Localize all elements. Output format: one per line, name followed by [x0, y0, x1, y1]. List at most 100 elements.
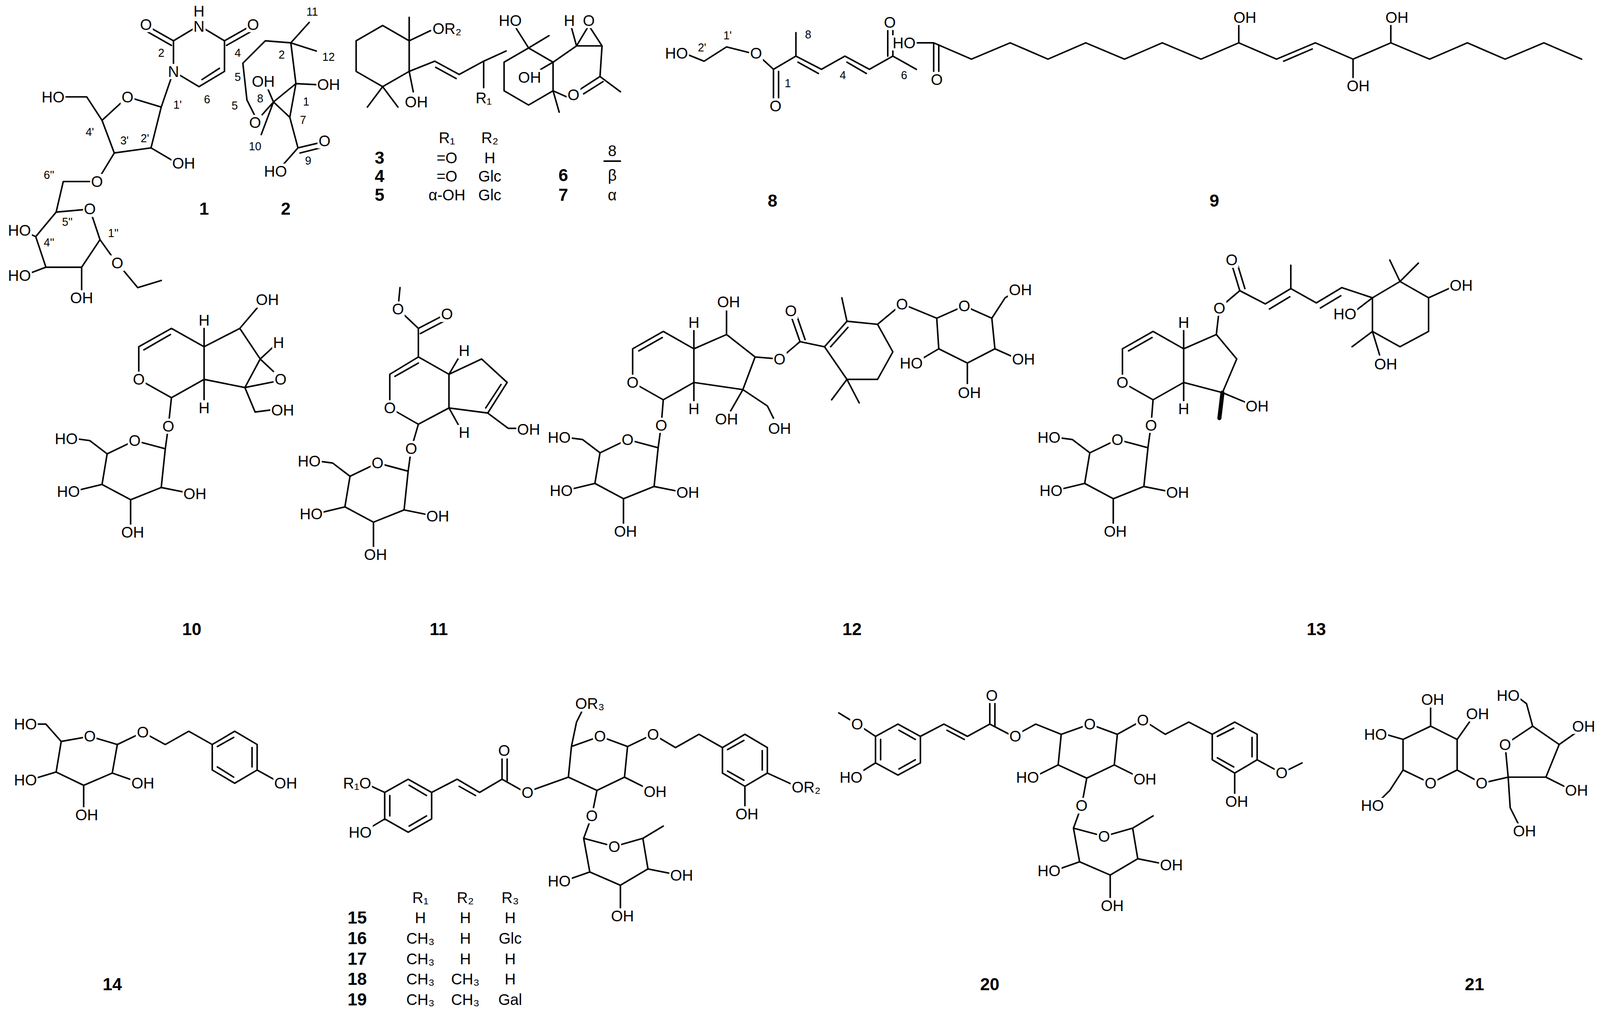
atom-label: O — [772, 351, 787, 367]
atom-label: OH — [516, 421, 541, 438]
atom-label: OH — [120, 524, 145, 540]
locant-number: 12 — [321, 51, 336, 63]
structure-9-bonds — [916, 24, 1582, 78]
atom-label: O — [404, 441, 419, 457]
atom-label: O — [497, 742, 512, 759]
table-cell: H — [503, 971, 517, 987]
atom-label: O — [440, 306, 455, 322]
atom-label: O — [607, 839, 622, 855]
bold-methyl-bond — [1219, 392, 1223, 419]
atom-label: OH — [403, 94, 429, 110]
locant-number: 4'' — [42, 237, 56, 249]
compound-number: 5 — [373, 186, 386, 204]
table-cell: β — [606, 167, 618, 183]
atom-label: H — [192, 3, 206, 19]
locant-number: 7 — [299, 114, 307, 127]
compound-number: 6 — [557, 166, 569, 185]
structure-21-bonds — [1379, 697, 1577, 825]
locant-number: 9 — [304, 155, 312, 167]
table-cell: H — [458, 950, 472, 967]
atom-label: OH — [956, 385, 982, 401]
atom-label: OH — [1384, 9, 1410, 26]
atom-label: HO — [1038, 483, 1064, 499]
atom-label: O — [882, 14, 897, 30]
atom-label: HO — [7, 267, 32, 284]
compound-number: 8 — [766, 192, 779, 210]
atom-label: O — [135, 724, 150, 740]
atom-label: O — [654, 417, 669, 433]
atom-label: HO — [1036, 429, 1062, 446]
structure-12-bonds — [632, 293, 1014, 426]
atom-label: OH — [716, 294, 741, 310]
atom-label: OH — [613, 523, 638, 539]
table-cell: Glc — [477, 186, 502, 203]
atom-label: O — [1212, 300, 1227, 316]
atom-label: OH — [1103, 523, 1128, 539]
structure-1-bonds — [28, 14, 251, 291]
locant-number: 2' — [140, 133, 150, 145]
atom-label: H — [458, 343, 472, 359]
atom-label: HO — [548, 483, 574, 499]
locant-number: 5'' — [61, 216, 74, 229]
atom-label: H — [1177, 314, 1191, 330]
locant-number: 5 — [233, 72, 242, 84]
glucose-ring — [33, 724, 143, 808]
atom-label: OH — [517, 69, 542, 85]
locant-number: 1 — [784, 77, 792, 90]
atom-label: H — [197, 400, 211, 416]
atom-label: HO — [348, 824, 373, 841]
atom-label: HO — [297, 453, 322, 469]
atom-label: OH — [130, 775, 156, 791]
atom-label: O — [139, 16, 153, 33]
structure-11-bonds — [389, 287, 518, 449]
atom-label: HO — [546, 429, 572, 446]
atom-label: OH — [642, 783, 668, 799]
atom-label: O — [520, 785, 535, 801]
compound-number: 21 — [1464, 975, 1486, 994]
atom-label: O — [246, 16, 260, 33]
atom-label: OH — [425, 508, 450, 524]
atom-label: OR₃ — [574, 696, 606, 712]
atom-label: OH — [182, 486, 208, 502]
atom-label: O — [89, 174, 104, 190]
table-cell: Glc — [497, 930, 523, 947]
structure-6-7-bonds — [504, 25, 621, 162]
atom-label: O — [1144, 417, 1159, 433]
atom-label: OH — [610, 908, 635, 924]
atom-label: OH — [1099, 898, 1125, 914]
atom-label: OH — [1224, 793, 1249, 810]
compound-number: 2 — [280, 200, 292, 218]
compound-number: 7 — [557, 186, 569, 204]
atom-label: O — [646, 726, 661, 743]
glucose-ring — [1056, 425, 1170, 525]
atom-label: OH — [1571, 718, 1596, 734]
table-cell: R₂ — [480, 130, 500, 146]
locant-number: 6 — [900, 69, 909, 81]
table-cell: CH₃ — [405, 930, 436, 947]
atom-label: OH — [1244, 398, 1270, 414]
table-cell: H — [483, 150, 497, 166]
locant-number: 2 — [157, 47, 166, 59]
compound-number: 20 — [979, 975, 1001, 994]
table-cell: CH₃ — [405, 950, 436, 967]
atom-label: O — [131, 371, 146, 387]
atom-label: H — [687, 314, 701, 330]
compound-number: 4 — [373, 167, 386, 186]
atom-label: HO — [12, 716, 38, 732]
atom-label: OR₂ — [790, 779, 822, 795]
table-cell: CH₃ — [450, 992, 481, 1008]
compound-number: 1 — [198, 200, 210, 218]
atom-label: O — [929, 72, 944, 88]
structure-15-19-bonds — [369, 712, 792, 833]
atom-label: HO — [664, 45, 689, 61]
atom-label: OH — [734, 806, 760, 822]
atom-label: O — [1082, 716, 1097, 732]
table-cell: CH₃ — [405, 992, 436, 1008]
atom-label: OH — [714, 411, 739, 427]
table-cell: H — [458, 930, 472, 947]
atom-label: H — [1177, 401, 1191, 417]
atom-label: HO — [497, 12, 523, 28]
table-cell: α — [606, 186, 618, 203]
compound-number: 11 — [428, 620, 450, 639]
